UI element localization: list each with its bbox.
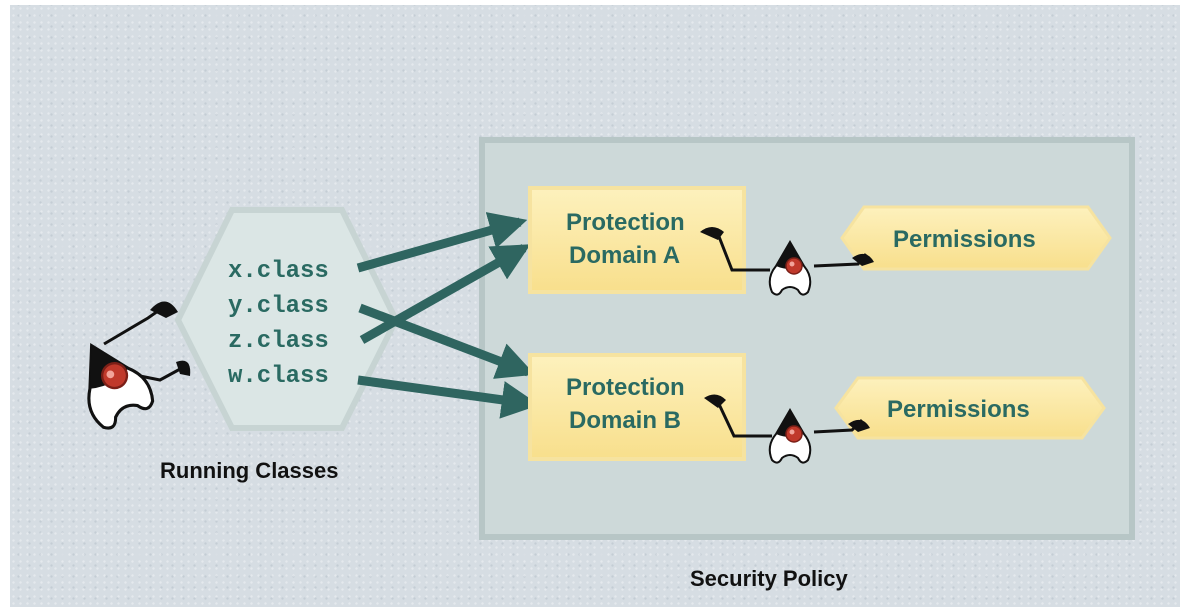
arrow-w-to-domain-b bbox=[357, 375, 540, 419]
arrow-y-to-domain-b bbox=[358, 303, 536, 379]
domain-a-line1: Protection bbox=[566, 209, 685, 236]
domain-b-line1: Protection bbox=[566, 374, 685, 401]
protection-domain-a: Protection Domain A bbox=[528, 186, 746, 294]
arrow-x-to-domain-a bbox=[356, 212, 528, 273]
domain-a-line2: Domain A bbox=[569, 242, 680, 269]
arrow-z-to-domain-a bbox=[359, 244, 531, 344]
duke-mascot-icon bbox=[62, 329, 160, 434]
permissions-b-label: Permissions bbox=[887, 396, 1030, 423]
permissions-a: Permissions bbox=[840, 205, 1112, 271]
class-label-z: z.class bbox=[228, 328, 329, 355]
domain-b-line2: Domain B bbox=[569, 407, 681, 434]
permissions-a-label: Permissions bbox=[893, 226, 1036, 253]
duke-link-b bbox=[704, 394, 870, 464]
duke-link-a bbox=[700, 227, 874, 296]
running-classes-caption: Running Classes bbox=[160, 458, 338, 483]
security-policy-caption: Security Policy bbox=[690, 566, 849, 591]
permissions-b: Permissions bbox=[834, 376, 1106, 440]
class-to-domain-arrows bbox=[356, 212, 540, 419]
class-label-w: w.class bbox=[228, 363, 329, 390]
class-label-x: x.class bbox=[228, 258, 329, 285]
duke-running-classes bbox=[62, 301, 191, 434]
class-label-y: y.class bbox=[228, 293, 329, 320]
protection-domain-b: Protection Domain B bbox=[528, 353, 746, 461]
